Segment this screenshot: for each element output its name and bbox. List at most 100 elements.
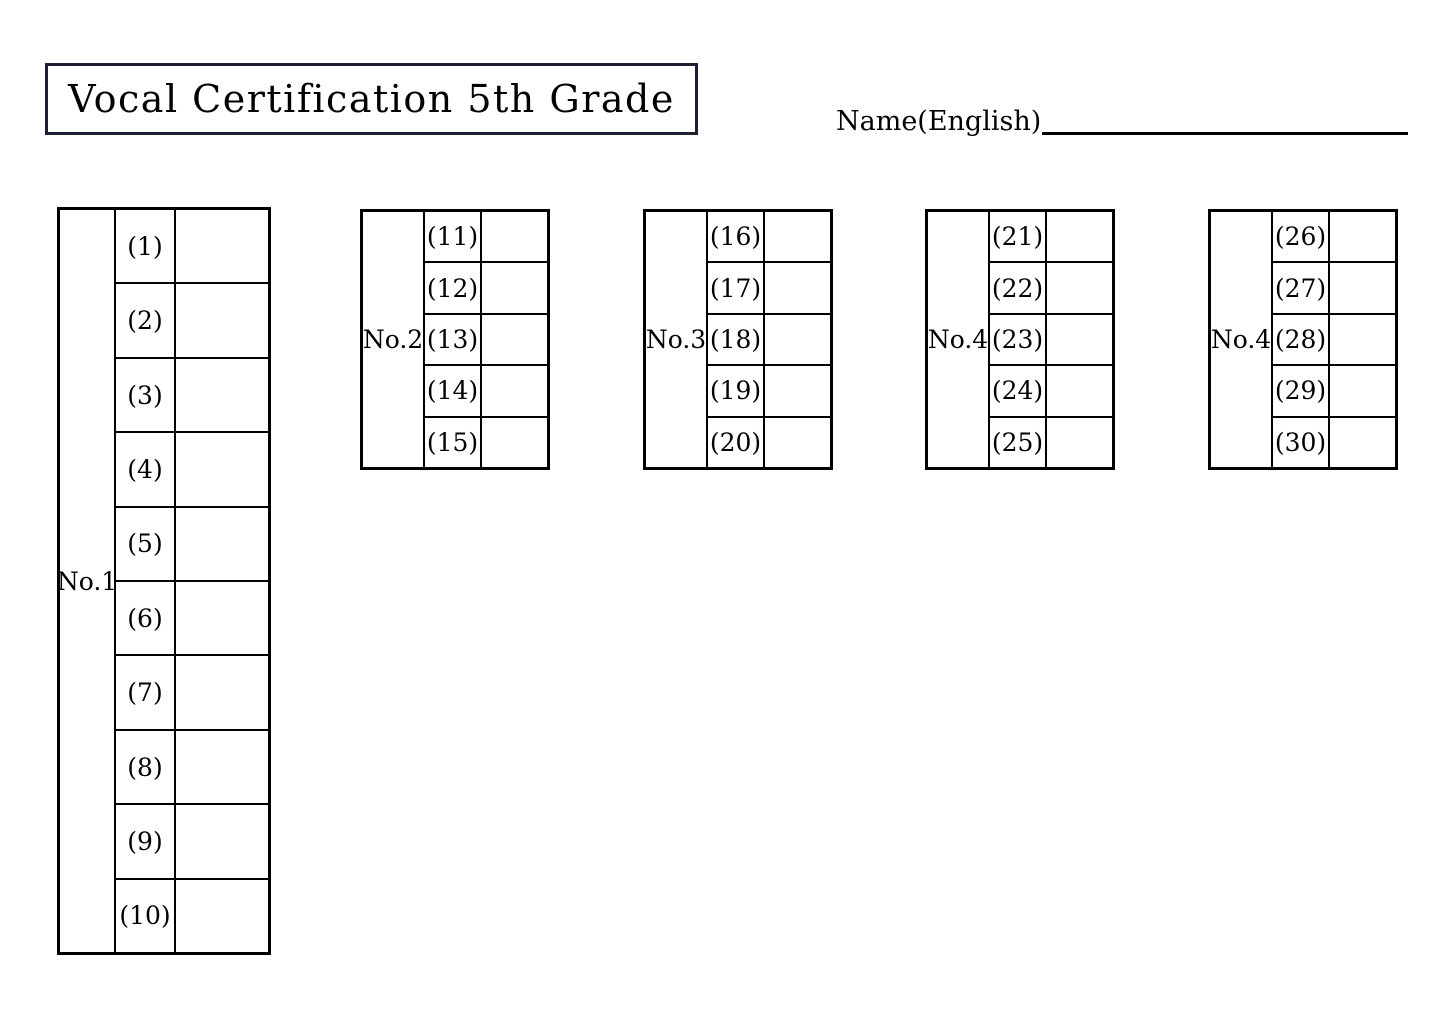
question-number: (27) [1274,273,1327,303]
name-input-blank[interactable] [1042,106,1409,135]
answer-cell[interactable] [176,433,268,505]
answer-cell[interactable] [765,263,830,312]
question-number: (6) [127,603,163,633]
answer-rows-no1: (1) (2) (3) (4) (5) (6) (7) (8) [116,210,268,953]
question-number-cell: (14) [425,366,482,416]
answer-cell[interactable] [1047,366,1112,415]
question-number: (10) [119,901,171,931]
table-row: (21) [990,212,1112,264]
answer-cell[interactable] [482,366,547,415]
table-row: (15) [425,417,547,468]
table-row: (24) [990,366,1112,418]
section-label-cell-no4: No.4 [928,212,990,467]
question-number: (20) [709,427,762,457]
table-row: (26) [1273,212,1395,264]
answer-cell[interactable] [482,263,547,312]
question-number: (22) [991,273,1044,303]
table-row: (18) [708,314,830,367]
title-box: Vocal Certification 5th Grade [45,63,698,135]
question-number: (17) [709,273,762,303]
question-number: (1) [127,231,163,261]
answer-cell[interactable] [765,418,830,467]
table-row: (13) [425,314,547,367]
question-number-cell: (7) [116,656,176,729]
answer-table-no4: No.4 (21) (22) (23) (24) (25) [925,209,1115,470]
table-row: (7) [116,656,268,731]
section-label: No.3 [645,325,707,354]
answer-cell[interactable] [482,315,547,364]
answer-cell[interactable] [1330,315,1395,364]
question-number-cell: (23) [990,314,1047,365]
answer-cell[interactable] [1330,366,1395,415]
answer-cell[interactable] [176,582,268,654]
table-row: (22) [990,263,1112,315]
answer-cell[interactable] [1047,263,1112,312]
answer-cell[interactable] [176,508,268,580]
answer-cell[interactable] [176,805,268,877]
section-label: No.4 [1210,325,1272,354]
section-label: No.1 [56,566,118,596]
question-number: (21) [991,222,1044,252]
question-number-cell: (21) [990,212,1047,262]
section-label-cell-no4-second: No.4 [1211,212,1273,467]
answer-cell[interactable] [1330,212,1395,261]
question-number-cell: (4) [116,433,176,506]
answer-cell[interactable] [765,212,830,261]
question-number: (14) [426,376,479,406]
title-box-inner: Vocal Certification 5th Grade [48,66,695,132]
question-number: (7) [127,678,163,708]
answer-cell[interactable] [176,656,268,728]
answer-cell[interactable] [765,366,830,415]
table-row: (11) [425,212,547,264]
answer-cell[interactable] [176,284,268,356]
question-number: (5) [127,529,163,559]
answer-table-no1: No.1 (1) (2) (3) (4) (5) (6) (7) [57,207,271,955]
question-number-cell: (22) [990,263,1047,313]
question-number-cell: (17) [708,263,765,313]
table-row: (12) [425,263,547,315]
table-row: (10) [116,879,268,953]
answer-cell[interactable] [1047,315,1112,364]
question-number: (15) [426,427,479,457]
question-number-cell: (2) [116,284,176,357]
question-number: (30) [1274,427,1327,457]
question-number: (9) [127,826,163,856]
answer-table-no4-second: No.4 (26) (27) (28) (29) (30) [1208,209,1398,470]
page-title: Vocal Certification 5th Grade [68,77,675,121]
answer-cell[interactable] [1047,212,1112,261]
answer-cell[interactable] [482,212,547,261]
answer-cell[interactable] [482,418,547,467]
answer-cell[interactable] [1047,418,1112,467]
answer-cell[interactable] [176,210,268,282]
answer-rows-no4: (21) (22) (23) (24) (25) [990,212,1112,468]
section-label: No.4 [927,325,989,354]
question-number-cell: (13) [425,314,482,365]
answer-cell[interactable] [1330,418,1395,467]
question-number: (12) [426,273,479,303]
answer-cell[interactable] [176,359,268,431]
answer-cell[interactable] [176,880,268,952]
question-number: (13) [426,325,479,355]
table-row: (2) [116,284,268,359]
question-number-cell: (29) [1273,366,1330,416]
question-number: (19) [709,376,762,406]
table-row: (27) [1273,263,1395,315]
name-label: Name(English) [836,106,1042,137]
question-number-cell: (26) [1273,212,1330,262]
answer-rows-no4-second: (26) (27) (28) (29) (30) [1273,212,1395,468]
question-number: (2) [127,306,163,336]
question-number: (11) [426,222,479,252]
question-number-cell: (28) [1273,314,1330,365]
table-row: (20) [708,417,830,468]
table-row: (5) [116,507,268,583]
table-row: (4) [116,433,268,508]
question-number-cell: (15) [425,417,482,468]
question-number-cell: (25) [990,417,1047,468]
question-number-cell: (11) [425,212,482,262]
answer-cell[interactable] [1330,263,1395,312]
answer-cell[interactable] [765,315,830,364]
answer-cell[interactable] [176,731,268,803]
table-row: (16) [708,212,830,264]
question-number-cell: (12) [425,263,482,313]
question-number-cell: (18) [708,314,765,365]
